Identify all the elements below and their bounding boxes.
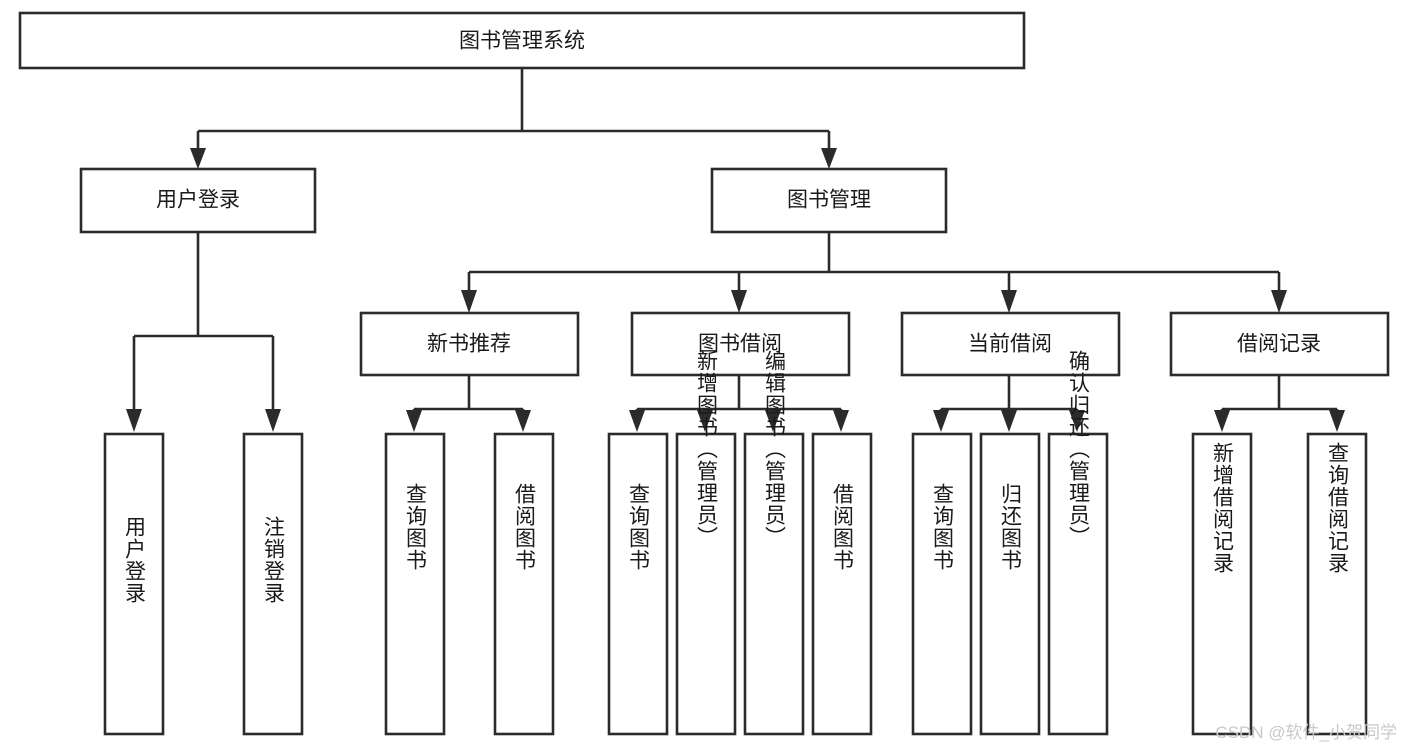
- node-user-login-label: 用户登录: [156, 189, 240, 212]
- node-leaf-query-record[interactable]: 查询借阅记录: [1306, 432, 1368, 736]
- node-leaf-add-book-box[interactable]: [675, 432, 737, 736]
- node-leaf-user-logout[interactable]: 注销登录: [242, 432, 304, 736]
- node-leaf-add-record[interactable]: 新增借阅记录: [1191, 432, 1253, 736]
- arrow-head-borrow-book-1: [515, 410, 531, 432]
- node-leaf-query-book-3-box[interactable]: [911, 432, 973, 736]
- arrow-head-query-book-2: [629, 410, 645, 432]
- node-leaf-query-book-2-box[interactable]: [607, 432, 669, 736]
- node-leaf-borrow-book-2-label: 借阅图书: [831, 483, 855, 571]
- node-leaf-query-book-1-label: 查询图书: [404, 483, 428, 571]
- node-leaf-edit-book[interactable]: 编辑图书（管理员）: [743, 350, 805, 736]
- node-current-borrow-label: 当前借阅: [968, 333, 1052, 356]
- node-leaf-edit-book-label: 编辑图书（管理员）: [763, 350, 787, 548]
- node-leaf-return-book-box[interactable]: [979, 432, 1041, 736]
- node-book-management-label: 图书管理: [787, 189, 871, 212]
- arrow-head-confirm-return: [1069, 410, 1085, 432]
- node-user-login[interactable]: 用户登录: [79, 167, 317, 234]
- node-current-borrow-box[interactable]: [900, 311, 1121, 377]
- arrow-head-leaf-user-logout: [265, 409, 281, 432]
- node-leaf-user-logout-box[interactable]: [242, 432, 304, 736]
- node-leaf-add-record-box[interactable]: [1191, 432, 1253, 736]
- arrow-head-leaf-user-login: [126, 409, 142, 432]
- node-leaf-confirm-return[interactable]: 确认归还（管理员）: [1047, 350, 1109, 736]
- node-leaf-borrow-book-1-box[interactable]: [493, 432, 555, 736]
- arrow-head-query-record: [1329, 410, 1345, 432]
- node-leaf-query-book-3-label: 查询图书: [931, 483, 955, 571]
- arrow-head-current-borrow: [1001, 290, 1017, 313]
- node-book-management[interactable]: 图书管理: [710, 167, 948, 234]
- node-leaf-add-book-label: 新增图书（管理员）: [695, 350, 719, 548]
- node-root[interactable]: 图书管理系统: [18, 11, 1026, 70]
- node-new-book-recommend[interactable]: 新书推荐: [359, 311, 580, 377]
- node-leaf-return-book-label: 归还图书: [999, 483, 1023, 571]
- node-leaf-user-login-box[interactable]: [103, 432, 165, 736]
- arrow-head-edit-book: [765, 410, 781, 432]
- arrow-head-borrow-record: [1271, 290, 1287, 313]
- arrow-head-user-login: [190, 148, 206, 169]
- node-leaf-edit-book-box[interactable]: [743, 432, 805, 736]
- node-leaf-borrow-book-2[interactable]: 借阅图书: [811, 432, 873, 736]
- node-leaf-user-logout-label: 注销登录: [262, 516, 286, 604]
- node-borrow-record-box[interactable]: [1169, 311, 1390, 377]
- node-book-borrow[interactable]: 图书借阅: [630, 311, 851, 377]
- node-leaf-add-record-label: 新增借阅记录: [1211, 442, 1235, 574]
- node-leaf-borrow-book-1[interactable]: 借阅图书: [493, 432, 555, 736]
- node-leaf-confirm-return-label: 确认归还（管理员）: [1067, 350, 1091, 548]
- arrow-head-book-management: [821, 148, 837, 169]
- node-user-login-box[interactable]: [79, 167, 317, 234]
- arrow-head-query-book-3: [933, 410, 949, 432]
- node-leaf-query-book-3[interactable]: 查询图书: [911, 432, 973, 736]
- node-leaf-query-book-1[interactable]: 查询图书: [384, 432, 446, 736]
- node-leaf-query-book-1-box[interactable]: [384, 432, 446, 736]
- arrow-head-book-borrow: [731, 290, 747, 313]
- arrow-head-return-book: [1001, 410, 1017, 432]
- node-leaf-confirm-return-box[interactable]: [1047, 432, 1109, 736]
- node-leaf-query-record-box[interactable]: [1306, 432, 1368, 736]
- node-new-book-recommend-box[interactable]: [359, 311, 580, 377]
- node-book-management-box[interactable]: [710, 167, 948, 234]
- node-leaf-query-book-2[interactable]: 查询图书: [607, 432, 669, 736]
- arrow-head-query-book-1: [406, 410, 422, 432]
- node-root-box[interactable]: [18, 11, 1026, 70]
- node-leaf-add-book[interactable]: 新增图书（管理员）: [675, 350, 737, 736]
- node-leaf-user-login-label: 用户登录: [123, 516, 147, 604]
- node-book-borrow-box[interactable]: [630, 311, 851, 377]
- node-leaf-user-login[interactable]: 用户登录: [103, 432, 165, 736]
- node-new-book-recommend-label: 新书推荐: [427, 333, 511, 356]
- node-leaf-borrow-book-1-label: 借阅图书: [513, 483, 537, 571]
- node-leaf-query-record-label: 查询借阅记录: [1326, 442, 1350, 574]
- node-leaf-borrow-book-2-box[interactable]: [811, 432, 873, 736]
- arrow-head-new-book-recommend: [461, 290, 477, 313]
- arrow-head-borrow-book-2: [833, 410, 849, 432]
- node-borrow-record[interactable]: 借阅记录: [1169, 311, 1390, 377]
- edge-group: [126, 68, 1345, 432]
- node-borrow-record-label: 借阅记录: [1237, 333, 1321, 356]
- node-current-borrow[interactable]: 当前借阅: [900, 311, 1121, 377]
- node-root-label: 图书管理系统: [459, 30, 585, 53]
- node-book-borrow-label: 图书借阅: [698, 333, 782, 356]
- arrow-head-add-book: [697, 410, 713, 432]
- node-leaf-return-book[interactable]: 归还图书: [979, 432, 1041, 736]
- arrow-head-add-record: [1214, 410, 1230, 432]
- node-leaf-query-book-2-label: 查询图书: [627, 483, 651, 571]
